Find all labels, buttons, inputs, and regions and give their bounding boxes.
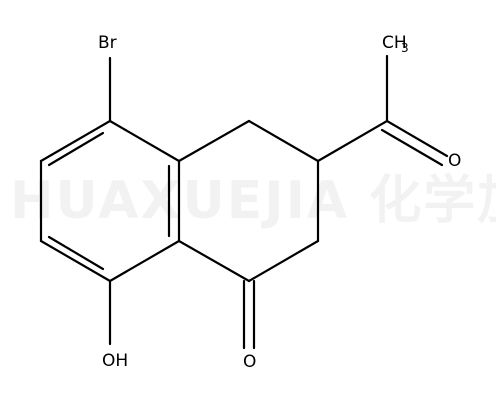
bond-ring-3-inner (47, 235, 105, 271)
watermark-text: HUAXUEJIA 化学加 (10, 171, 496, 231)
bond-c4-c3 (247, 119, 320, 163)
bond-ring-3 (39, 239, 112, 283)
bond-acetyl-o-b (380, 128, 444, 167)
bond-acetyl-o-a (385, 119, 449, 158)
bond-ring-1 (39, 119, 112, 163)
cyclohexanone-ring (177, 119, 320, 283)
bromine-label: Br (98, 33, 117, 53)
bond-c1-c8a (177, 239, 251, 283)
bond-c4a-c4 (177, 119, 251, 163)
bond-ring-4 (108, 239, 181, 283)
bond-c3-acetyl (316, 119, 389, 163)
ketone-oxygen-label: O (243, 352, 256, 372)
hydroxyl-label: OH (102, 351, 128, 371)
acetyl-oxygen-label: O (448, 151, 461, 171)
methyl-subscript: 3 (401, 41, 409, 55)
bond-c2-c1 (247, 239, 320, 283)
bond-ring-6 (108, 119, 181, 163)
methyl-label: CH (382, 33, 407, 53)
aromatic-ring (39, 119, 181, 283)
bond-ring-1-inner (47, 131, 105, 167)
